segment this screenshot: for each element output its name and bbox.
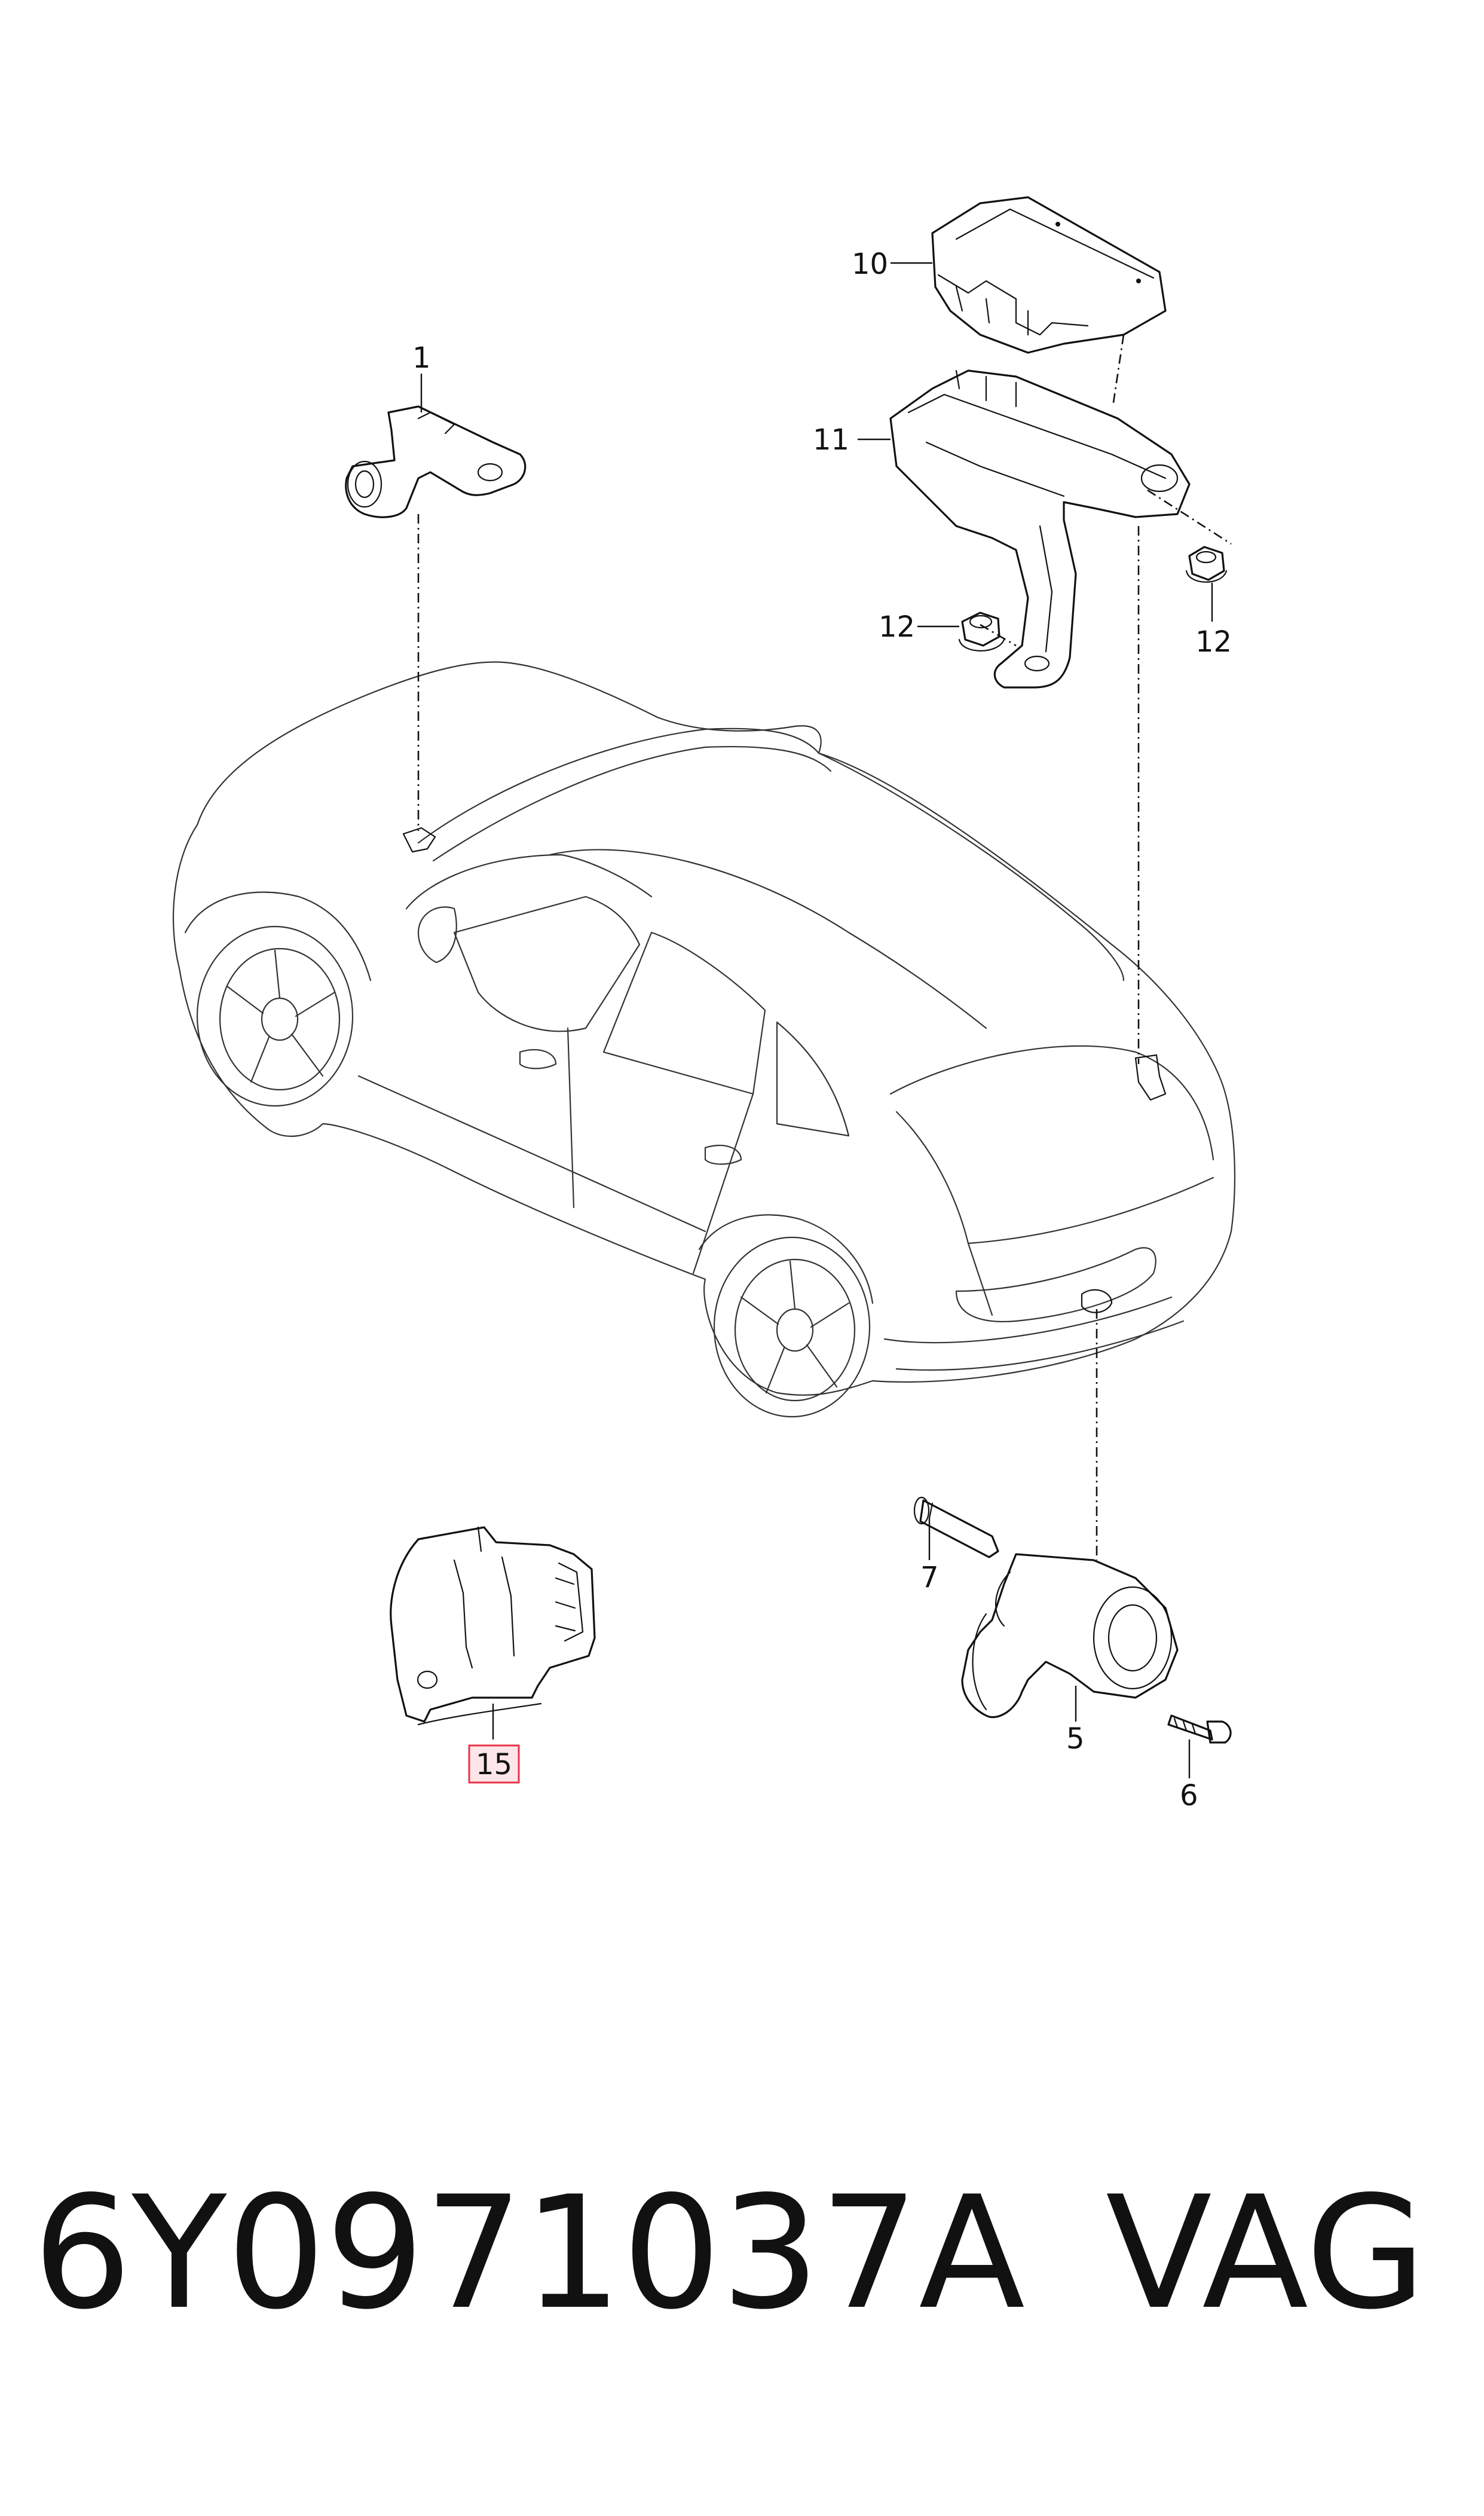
part-6-bolt [1167,1714,1232,1744]
callout-6: 6 [1180,1779,1198,1812]
mount-point-tailgate [1134,1054,1167,1101]
callout-12-right: 12 [1195,625,1232,659]
brand-caption: VAG [1106,2163,1426,2344]
part-12-nut-left [958,612,1005,652]
callout-1: 1 [412,341,431,375]
callout-5: 5 [1066,1722,1085,1756]
front-wheel [196,925,354,1107]
part-10-control-unit [931,196,1167,354]
leader-lines [420,262,1213,1778]
exploded-parts-diagram: 1 10 11 12 12 15 5 6 7 [172,196,1236,1812]
callout-7: 7 [920,1561,939,1594]
callout-15-highlight: 15 [468,1744,520,1784]
part-11-bracket [889,369,1191,689]
part-5-trailer-socket [961,1553,1179,1719]
callout-11: 11 [813,423,849,457]
callout-labels: 1 10 11 12 12 15 5 6 7 [412,247,1232,1812]
callout-10: 10 [852,247,888,281]
part-7-pin [913,1496,999,1558]
callout-12-left: 12 [879,610,915,644]
callout-15: 15 [476,1748,512,1781]
car-illustration [172,661,1236,1418]
part-12-nut-right [1185,546,1228,583]
mount-point-front [402,827,436,853]
rear-wheel [713,1236,871,1418]
part-15-module [390,1526,596,1726]
part-1-sensor [345,405,527,518]
part-number-caption: 6Y0971037A [33,2163,1026,2344]
highlight-box [468,1744,520,1784]
assembly-lines [417,334,1232,1560]
mount-point-hitch [1081,1289,1113,1313]
